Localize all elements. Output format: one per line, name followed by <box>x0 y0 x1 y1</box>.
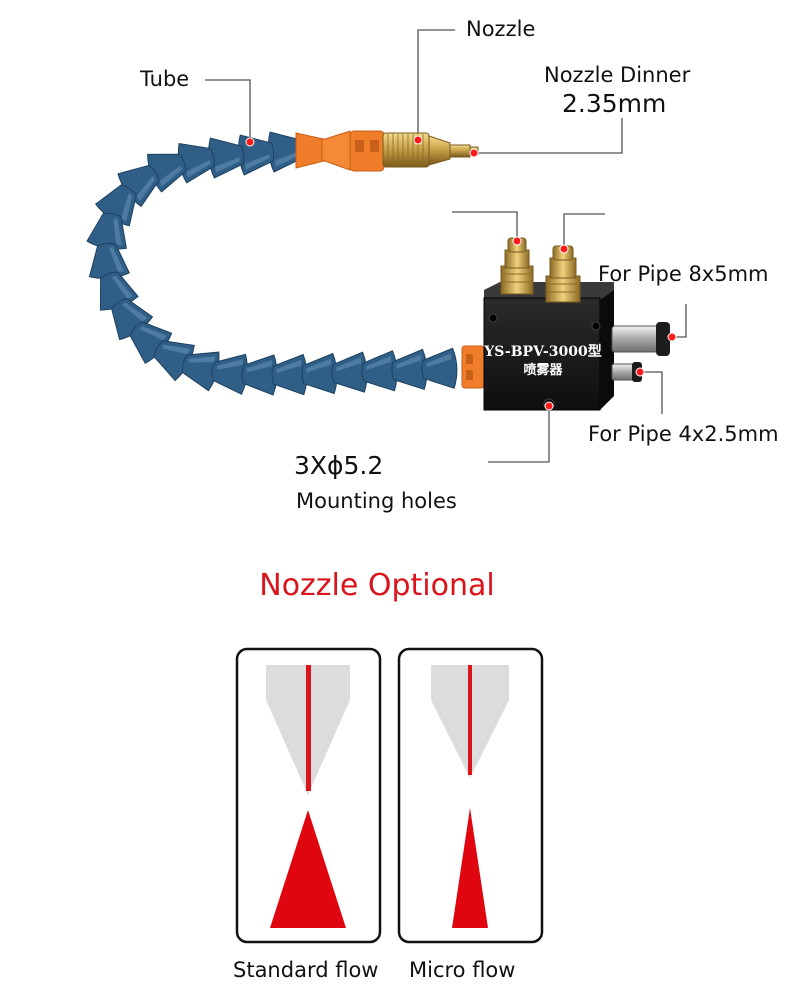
tube-segment <box>153 340 195 382</box>
nozzle-card-micro <box>397 647 544 944</box>
brass-inlet-left <box>500 237 534 295</box>
leader-inlet-left <box>452 211 518 240</box>
flexible-tube <box>86 131 458 396</box>
model-text: YS-BPV-3000型 <box>483 343 601 360</box>
caption-micro-flow: Micro flow <box>409 958 516 982</box>
nozzle-coupler <box>295 130 385 172</box>
dot-nozzle <box>413 135 423 145</box>
brass-inlet-right <box>545 245 581 303</box>
tube-segment <box>271 353 308 396</box>
dot-holes <box>544 401 554 411</box>
tube-segment <box>241 354 278 396</box>
dot-tube <box>245 137 255 147</box>
standard-nozzle-bore <box>306 665 311 791</box>
dot-inlet-right <box>559 244 569 254</box>
label-pipe-8x5: For Pipe 8x5mm <box>598 262 769 286</box>
dot-nozzle-tip <box>469 148 479 158</box>
tube-segment <box>361 350 398 392</box>
dot-inlet-left <box>512 236 522 246</box>
leader-pipe-8x5 <box>672 304 687 338</box>
tube-segment <box>391 348 428 391</box>
standard-spray-cone <box>270 810 346 928</box>
label-nozzle: Nozzle <box>466 17 536 41</box>
leader-tube <box>205 79 251 142</box>
tube-segment <box>301 352 338 395</box>
micro-spray-cone <box>452 808 488 928</box>
leader-holes <box>488 408 550 463</box>
fitting-8x5 <box>611 322 670 356</box>
micro-nozzle-bore <box>468 665 472 775</box>
nozzle-optional-title: Nozzle Optional <box>259 568 495 603</box>
label-mounting-holes: Mounting holes <box>296 489 457 513</box>
tube-segment <box>177 142 215 184</box>
sprayer-block: YS-BPV-3000型 喷雾器 <box>483 282 614 411</box>
brass-nozzle <box>382 132 479 168</box>
tube-segment <box>331 351 368 393</box>
label-nozzle-dinner-value: 2.35mm <box>562 89 667 118</box>
leader-nozzle <box>417 29 455 140</box>
tube-segment <box>211 353 248 395</box>
dot-pipe-4x25 <box>635 367 645 377</box>
tube-segment <box>181 351 220 392</box>
leader-pipe-4x25 <box>640 371 663 414</box>
label-tube: Tube <box>140 67 190 91</box>
dot-pipe-8x5 <box>667 332 677 342</box>
label-nozzle-dinner: Nozzle Dinner <box>544 63 691 87</box>
tube-segment <box>88 242 130 279</box>
leader-nozzle-dinner <box>474 118 623 154</box>
callout-dots <box>245 135 677 411</box>
caption-standard-flow: Standard flow <box>233 958 379 982</box>
tube-segment <box>208 137 245 179</box>
label-pipe-4x25: For Pipe 4x2.5mm <box>588 422 779 446</box>
tube-segment <box>421 347 458 389</box>
nozzle-card-standard <box>235 647 382 944</box>
model-subtext: 喷雾器 <box>523 362 563 378</box>
leader-inlet-right <box>563 213 605 248</box>
leader-lines <box>205 29 687 463</box>
block-coupler <box>461 345 485 389</box>
label-holes-spec: 3Xϕ5.2 <box>294 451 384 480</box>
